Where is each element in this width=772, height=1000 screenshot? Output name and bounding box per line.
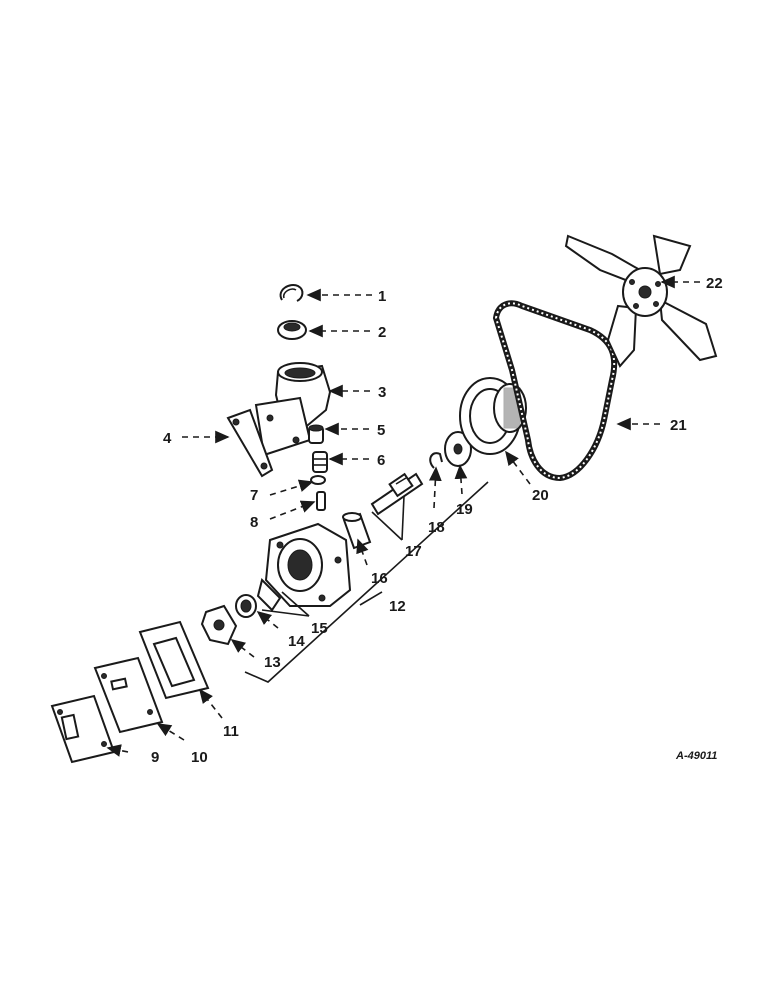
callout-12: 12 xyxy=(389,598,406,615)
callout-10: 10 xyxy=(191,749,208,766)
part-22-fan xyxy=(564,234,718,368)
callout-14: 14 xyxy=(288,633,305,650)
callout-9: 9 xyxy=(151,749,159,766)
part-17-shaft xyxy=(370,472,424,516)
part-14-seal xyxy=(235,594,257,618)
callout-21: 21 xyxy=(670,417,687,434)
group-12-bracket xyxy=(244,481,489,683)
callout-6: 6 xyxy=(377,452,385,469)
part-7-washer xyxy=(310,475,326,485)
leader-lines xyxy=(106,275,700,757)
callout-4: 4 xyxy=(163,430,172,447)
callout-18: 18 xyxy=(428,519,445,536)
callout-3: 3 xyxy=(378,384,386,401)
part-10-plate xyxy=(93,656,164,734)
part-21-belt xyxy=(492,300,618,482)
part-11-gasket xyxy=(138,620,210,700)
callout-13: 13 xyxy=(264,654,281,671)
callout-16: 16 xyxy=(371,570,388,587)
part-5-sleeve xyxy=(308,424,324,444)
part-8-pin xyxy=(316,491,326,511)
part-18-clip xyxy=(429,452,443,469)
part-9-cover xyxy=(50,694,116,764)
part-6-fitting xyxy=(312,451,328,473)
callout-17: 17 xyxy=(405,543,422,560)
part-20-pulley xyxy=(459,377,527,455)
callout-8: 8 xyxy=(250,514,258,531)
part-1-snap-ring xyxy=(279,284,304,302)
callout-15: 15 xyxy=(311,620,328,637)
callout-2: 2 xyxy=(378,324,386,341)
reference-code: A-49011 xyxy=(675,750,717,762)
callout-20: 20 xyxy=(532,487,549,504)
callout-1: 1 xyxy=(378,288,386,305)
part-4-bracket xyxy=(226,408,274,478)
callout-11: 11 xyxy=(223,723,239,740)
callout-22: 22 xyxy=(706,275,723,292)
part-15-pump-body xyxy=(256,522,352,612)
part-13-impeller xyxy=(200,604,238,646)
callout-19: 19 xyxy=(456,501,473,518)
callout-5: 5 xyxy=(377,422,385,439)
part-2-cup xyxy=(277,320,307,340)
callout-7: 7 xyxy=(250,487,258,504)
